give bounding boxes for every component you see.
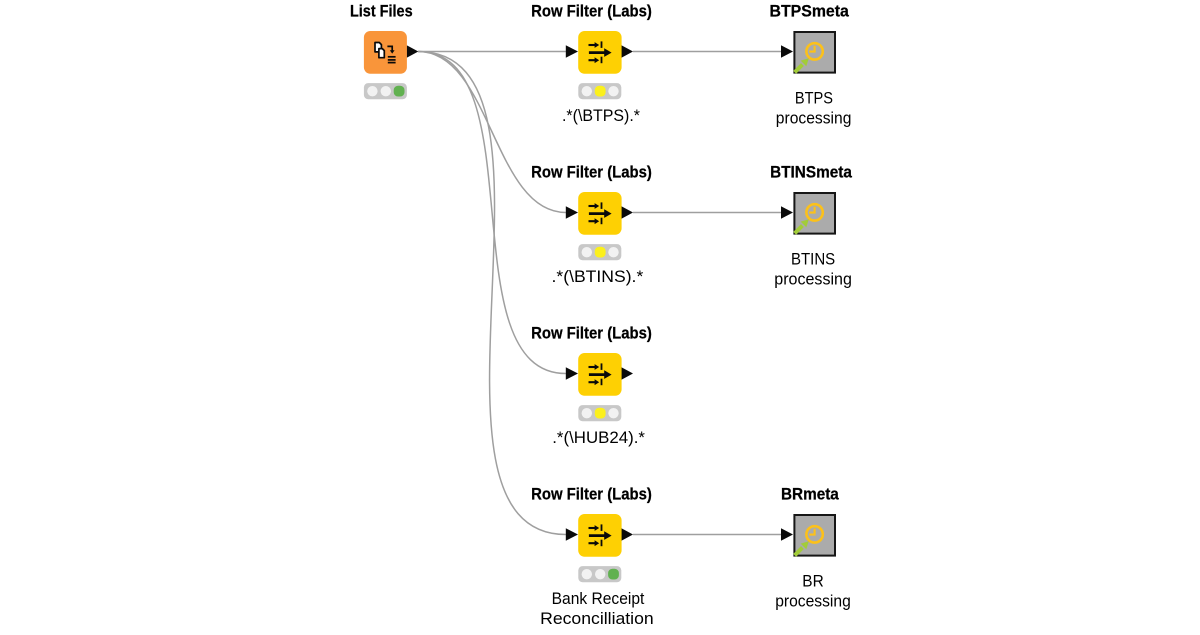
svg-text:processing: processing <box>776 109 852 127</box>
svg-text:Reconcilliation: Reconcilliation <box>540 610 654 628</box>
svg-text:processing: processing <box>774 270 852 288</box>
svg-text:Row Filter (Labs): Row Filter (Labs) <box>531 2 652 20</box>
svg-text:.*(\HUB24).*: .*(\HUB24).* <box>552 429 645 447</box>
svg-text:Row Filter (Labs): Row Filter (Labs) <box>531 485 652 503</box>
svg-text:.*(\BTPS).*: .*(\BTPS).* <box>562 107 641 125</box>
svg-text:BTPS: BTPS <box>795 89 833 107</box>
svg-text:BRmeta: BRmeta <box>781 485 840 503</box>
svg-text:Row Filter (Labs): Row Filter (Labs) <box>531 324 652 342</box>
svg-text:BTPSmeta: BTPSmeta <box>770 2 850 20</box>
svg-text:List Files: List Files <box>350 2 413 20</box>
svg-text:BR: BR <box>802 572 823 590</box>
svg-text:BTINSmeta: BTINSmeta <box>770 163 853 181</box>
svg-text:Bank Receipt: Bank Receipt <box>552 590 645 608</box>
svg-text:processing: processing <box>775 592 851 610</box>
svg-text:BTINS: BTINS <box>791 250 835 268</box>
svg-text:.*(\BTINS).*: .*(\BTINS).* <box>552 268 645 286</box>
svg-text:Row Filter (Labs): Row Filter (Labs) <box>531 163 652 181</box>
